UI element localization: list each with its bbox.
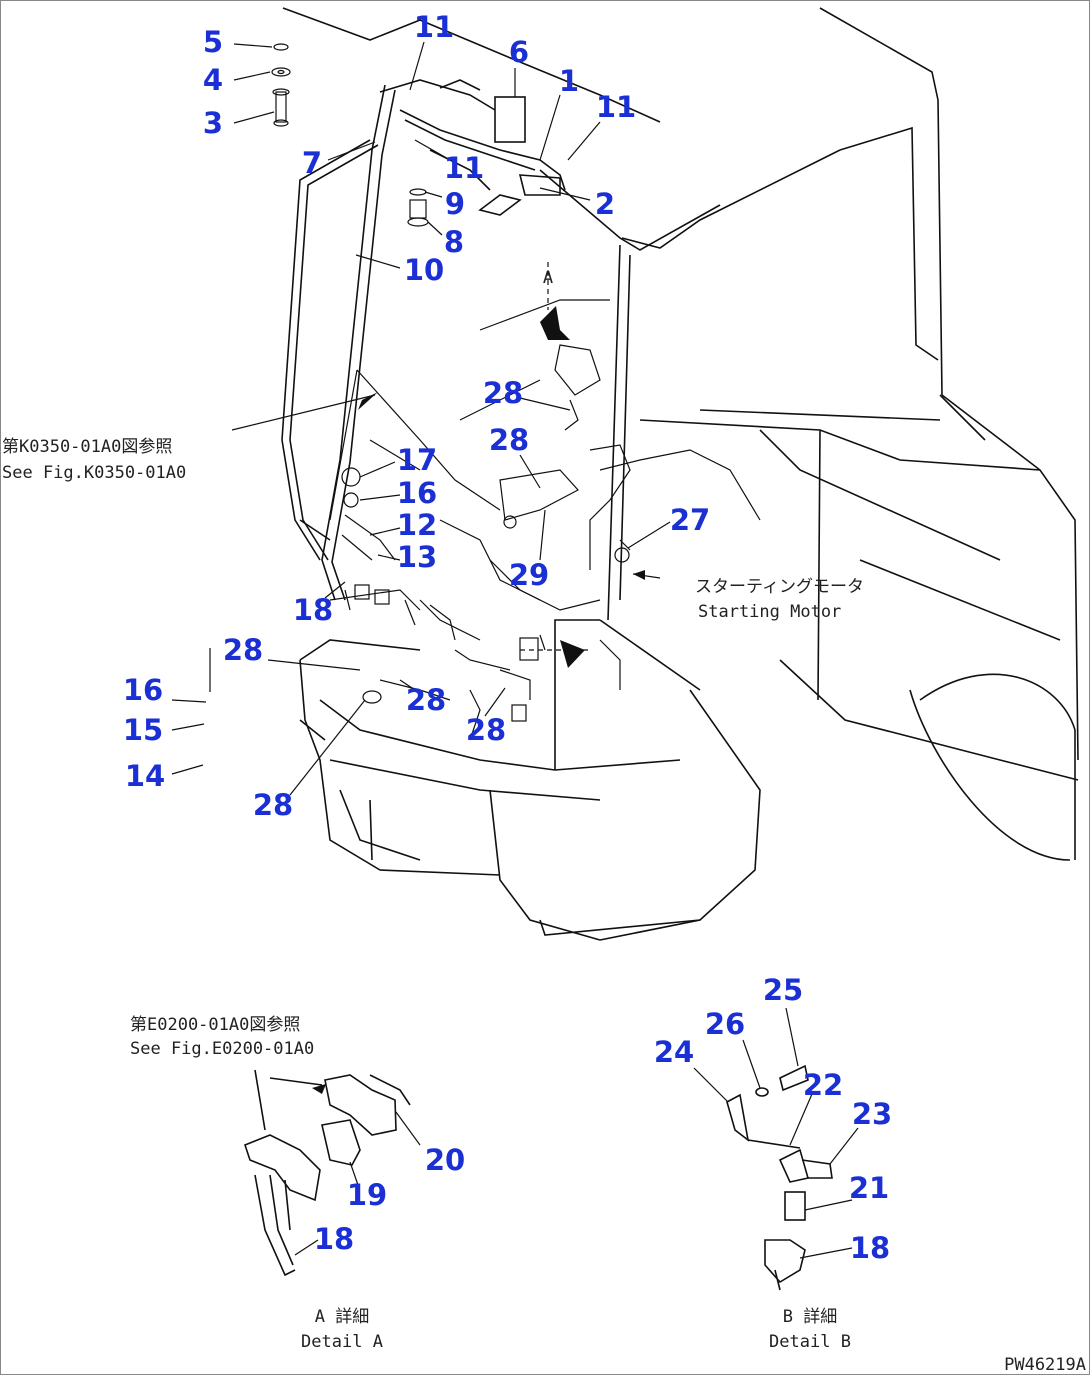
callout-19: 19 [347, 1178, 387, 1212]
notes: 第K0350-01A0図参照 See Fig.K0350-01A0 スターティン… [2, 268, 1086, 1375]
leader-lines [171, 41, 671, 796]
callout-2: 2 [595, 187, 615, 221]
arrows [312, 262, 645, 1094]
mid-components [329, 299, 761, 741]
fasteners-3-4-5 [271, 43, 291, 127]
callout-28: 28 [483, 376, 523, 410]
detail-leader-lines [294, 1007, 859, 1259]
starting-motor-en: Starting Motor [698, 602, 841, 622]
callout-6: 6 [509, 35, 529, 69]
callout-1: 1 [559, 64, 579, 98]
see-fig-k-jp: 第K0350-01A0図参照 [2, 437, 172, 457]
detail-a-jp: A 詳細 [315, 1307, 369, 1327]
arrow-a-label: A [543, 268, 553, 288]
starting-motor-jp: スターティングモータ [695, 577, 864, 597]
pointer-icon [358, 392, 378, 410]
callout-23: 23 [852, 1097, 892, 1131]
arrow-a-icon [540, 306, 570, 340]
harness-10 [281, 84, 396, 601]
callout-3: 3 [203, 106, 223, 140]
callout-28: 28 [253, 788, 293, 822]
callout-11: 11 [596, 90, 636, 124]
see-fig-e-jp: 第E0200-01A0図参照 [130, 1015, 300, 1035]
pointer-icon [312, 1084, 326, 1094]
detail-b-drawing [726, 1064, 833, 1291]
callout-7: 7 [302, 146, 322, 180]
frame-outline [299, 619, 701, 941]
callout-13: 13 [397, 540, 437, 574]
callout-27: 27 [670, 503, 710, 537]
callout-18: 18 [293, 593, 333, 627]
callout-18: 18 [314, 1222, 354, 1256]
drawing-code: PW46219A [1004, 1355, 1086, 1375]
callout-28: 28 [489, 423, 529, 457]
arrow-b-icon [560, 640, 585, 668]
callout-16: 16 [397, 476, 437, 510]
callout-15: 15 [123, 713, 163, 747]
callout-10: 10 [404, 253, 444, 287]
callout-14: 14 [125, 759, 165, 793]
callout-12: 12 [397, 508, 437, 542]
callout-16: 16 [123, 673, 163, 707]
detail-b-en: Detail B [769, 1332, 851, 1352]
detail-a-drawing [244, 1069, 411, 1277]
see-fig-k-en: See Fig.K0350-01A0 [2, 463, 186, 483]
callout-9: 9 [445, 187, 465, 221]
callout-26: 26 [705, 1007, 745, 1041]
callout-28: 28 [223, 633, 263, 667]
callout-8: 8 [444, 225, 464, 259]
detail-b-jp: B 詳細 [783, 1307, 837, 1327]
callout-28: 28 [466, 713, 506, 747]
callout-21: 21 [849, 1171, 889, 1205]
pointer-icon [633, 570, 645, 580]
callout-29: 29 [509, 558, 549, 592]
callout-4: 4 [203, 63, 223, 97]
callout-20: 20 [425, 1143, 465, 1177]
callout-11: 11 [444, 151, 484, 185]
callout-22: 22 [803, 1068, 843, 1102]
see-fig-e-en: See Fig.E0200-01A0 [130, 1039, 314, 1059]
callout-28: 28 [406, 683, 446, 717]
callout-25: 25 [763, 973, 803, 1007]
detail-a-en: Detail A [301, 1332, 383, 1352]
callout-5: 5 [203, 25, 223, 59]
callouts: 5 4 3 11 6 1 11 7 11 9 2 8 10 28 28 17 1… [123, 10, 892, 1265]
fasteners-8-9 [407, 188, 429, 227]
callout-18: 18 [850, 1231, 890, 1265]
callout-17: 17 [397, 443, 437, 477]
upper-harness [379, 79, 566, 216]
callout-11: 11 [414, 10, 454, 44]
cab-outline [282, 7, 1079, 941]
callout-24: 24 [654, 1035, 694, 1069]
